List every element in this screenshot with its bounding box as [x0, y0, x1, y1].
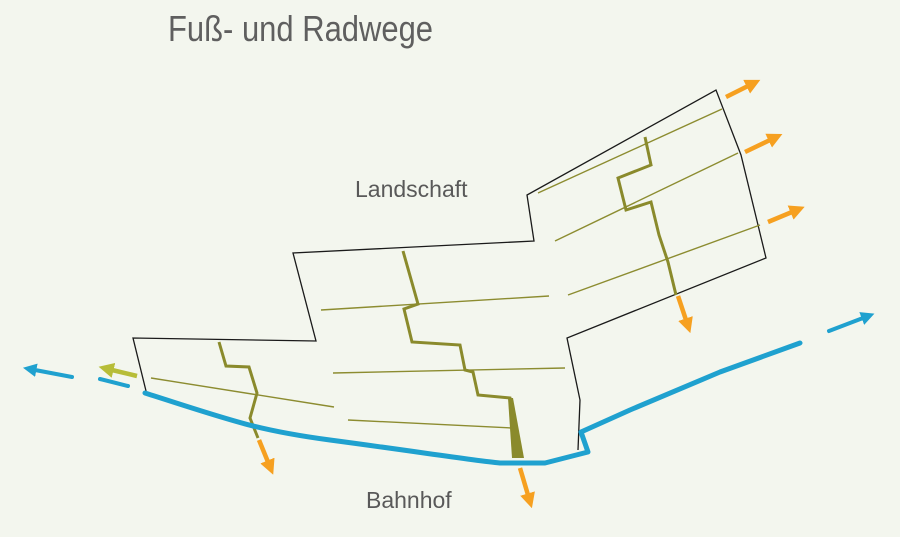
label-landscape: Landschaft — [355, 176, 468, 202]
page-title: Fuß- und Radwege — [168, 8, 434, 49]
arrow-icon — [517, 467, 535, 509]
path-line — [320, 295, 550, 311]
path-west — [217, 341, 260, 439]
path-line — [150, 377, 335, 408]
label-station: Bahnhof — [366, 487, 452, 513]
arrow-icon — [98, 362, 138, 379]
path-line — [537, 108, 723, 194]
arrow-icon — [675, 295, 693, 334]
path-line — [347, 419, 513, 429]
arrow-icon — [744, 133, 783, 155]
arrow-icon — [256, 439, 275, 475]
path-central — [401, 250, 521, 456]
path-line — [567, 224, 761, 296]
cycle-route-west — [98, 377, 130, 388]
arrow-icon — [724, 79, 761, 100]
thin-paths — [150, 108, 761, 429]
path-central-widening — [508, 398, 524, 458]
exit-arrows — [256, 79, 805, 509]
cycle-route — [22, 312, 875, 466]
arrow-icon — [767, 205, 805, 225]
path-east — [616, 136, 678, 296]
cycle-route-east-dash — [827, 312, 875, 333]
cycle-route-main — [142, 340, 803, 466]
cycle-route-west-dash — [22, 363, 74, 379]
site-outline — [132, 89, 767, 451]
main-paths — [217, 136, 678, 456]
path-line — [554, 152, 739, 242]
path-line — [332, 367, 566, 374]
